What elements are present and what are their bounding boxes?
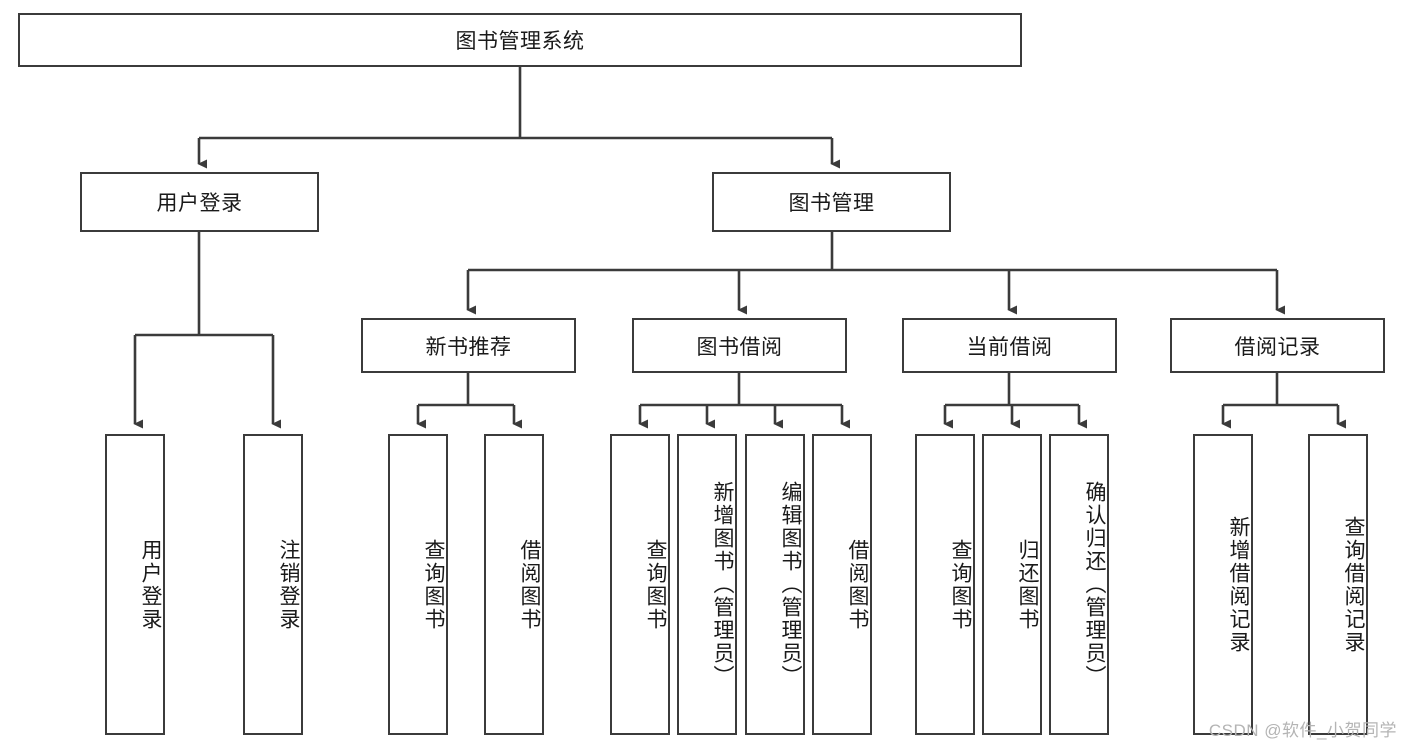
node-leaf-user-logout-label: 注销登录 — [277, 538, 300, 631]
node-leaf-return-book[interactable]: 归还图书 — [982, 434, 1042, 735]
node-leaf-query-record-label: 查询借阅记录 — [1342, 515, 1365, 654]
node-root[interactable]: 图书管理系统 — [18, 13, 1022, 67]
node-leaf-return-book-label: 归还图书 — [1016, 538, 1039, 631]
node-leaf-confirm-return[interactable]: 确认归还（管理员） — [1049, 434, 1109, 735]
node-leaf-query-book-2[interactable]: 查询图书 — [610, 434, 670, 735]
node-book-borrow[interactable]: 图书借阅 — [632, 318, 847, 373]
node-borrow-record-label: 借阅记录 — [1234, 335, 1321, 359]
node-leaf-add-book-label: 新增图书（管理员） — [711, 481, 734, 688]
node-user-login-label: 用户登录 — [156, 192, 243, 215]
node-leaf-borrow-book-2[interactable]: 借阅图书 — [812, 434, 872, 735]
node-current-borrow[interactable]: 当前借阅 — [902, 318, 1117, 373]
node-new-book-recommend-label: 新书推荐 — [425, 335, 512, 359]
node-leaf-add-book[interactable]: 新增图书（管理员） — [677, 434, 737, 735]
node-leaf-borrow-book-1-label: 借阅图书 — [518, 538, 541, 631]
node-leaf-query-book-3-label: 查询图书 — [949, 538, 972, 631]
node-book-manage-label: 图书管理 — [788, 192, 875, 215]
node-user-login[interactable]: 用户登录 — [80, 172, 319, 232]
node-leaf-borrow-book-2-label: 借阅图书 — [846, 538, 869, 631]
node-leaf-query-book-3[interactable]: 查询图书 — [915, 434, 975, 735]
watermark-text: CSDN @软件_小贺同学 — [1208, 721, 1397, 740]
node-leaf-edit-book[interactable]: 编辑图书（管理员） — [745, 434, 805, 735]
node-new-book-recommend[interactable]: 新书推荐 — [361, 318, 576, 373]
node-leaf-borrow-book-1[interactable]: 借阅图书 — [484, 434, 544, 735]
node-leaf-add-record-label: 新增借阅记录 — [1227, 515, 1250, 654]
node-leaf-query-book-1-label: 查询图书 — [422, 538, 445, 631]
node-root-label: 图书管理系统 — [455, 30, 585, 53]
node-leaf-add-record[interactable]: 新增借阅记录 — [1193, 434, 1253, 735]
node-leaf-confirm-return-label: 确认归还（管理员） — [1083, 481, 1106, 688]
node-leaf-query-book-1[interactable]: 查询图书 — [388, 434, 448, 735]
node-leaf-query-record[interactable]: 查询借阅记录 — [1308, 434, 1368, 735]
node-leaf-edit-book-label: 编辑图书（管理员） — [779, 481, 802, 688]
node-leaf-query-book-2-label: 查询图书 — [644, 538, 667, 631]
node-borrow-record[interactable]: 借阅记录 — [1170, 318, 1385, 373]
node-current-borrow-label: 当前借阅 — [966, 335, 1053, 359]
node-leaf-user-logout[interactable]: 注销登录 — [243, 434, 303, 735]
node-leaf-user-login[interactable]: 用户登录 — [105, 434, 165, 735]
node-book-borrow-label: 图书借阅 — [696, 335, 783, 359]
node-book-manage[interactable]: 图书管理 — [712, 172, 951, 232]
node-leaf-user-login-label: 用户登录 — [139, 538, 162, 631]
